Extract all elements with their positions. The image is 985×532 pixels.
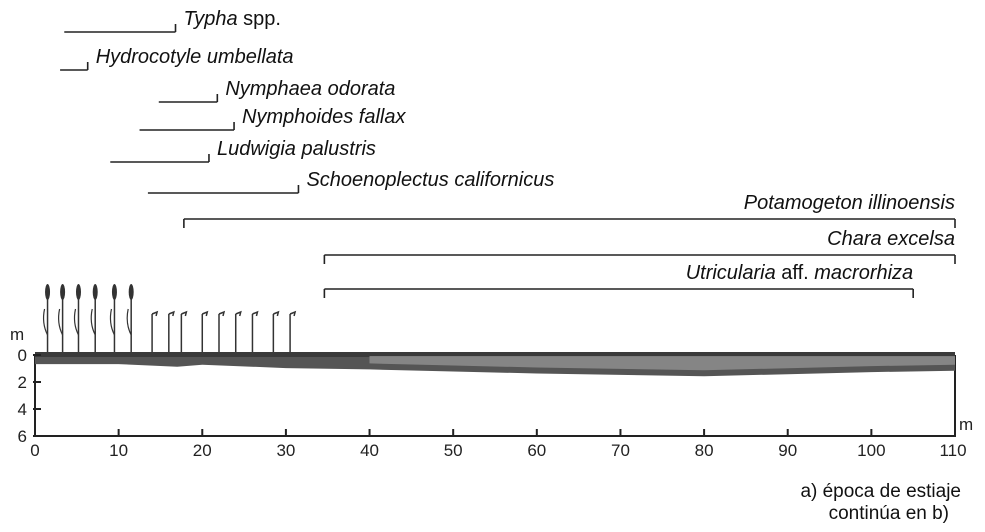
x-tick-label: 30	[276, 441, 295, 460]
y-tick-label: 0	[18, 346, 27, 365]
y-tick-label: 4	[18, 400, 27, 419]
cattail-spike	[92, 284, 98, 300]
plant-head	[181, 310, 188, 317]
x-tick-label: 60	[527, 441, 546, 460]
species-label: Nymphoides fallax	[242, 107, 405, 127]
plant-leaf	[126, 308, 132, 336]
species-name-italic: Schoenoplectus californicus	[306, 169, 555, 191]
x-tick-label: 40	[360, 441, 379, 460]
water-surface-band	[35, 352, 955, 358]
caption-line-2: continúa en b)	[828, 503, 949, 524]
species-name-italic: Utricularia	[685, 262, 776, 284]
x-tick-label: 20	[193, 441, 212, 460]
plant-leaf	[109, 308, 115, 336]
plant-head	[289, 310, 297, 317]
plant-head	[218, 310, 226, 317]
species-name-italic: Nymphoides fallax	[242, 106, 406, 128]
x-unit-label: m	[959, 415, 973, 434]
species-label: Utricularia aff. macrorhiza	[686, 263, 914, 283]
species-name-italic: macrorhiza	[814, 262, 914, 284]
plant-leaf	[42, 308, 49, 336]
y-tick-label: 2	[18, 373, 27, 392]
cattail-spike	[111, 284, 117, 300]
species-name-italic: Potamogeton illinoensis	[743, 192, 955, 214]
x-tick-label: 90	[778, 441, 797, 460]
species-name-italic: Typha	[183, 8, 238, 30]
plant-head	[168, 310, 175, 317]
species-name-italic: Ludwigia palustris	[216, 138, 376, 160]
plant-leaf	[90, 308, 96, 336]
x-tick-label: 10	[109, 441, 128, 460]
cattail-spike	[128, 284, 134, 300]
plant-leaf	[58, 308, 64, 336]
species-label: Chara excelsa	[827, 229, 955, 249]
cattail-spike	[45, 284, 51, 300]
cattail-spike	[60, 284, 66, 300]
plant-head	[201, 310, 209, 317]
species-label: Nymphaea odorata	[225, 79, 395, 99]
x-tick-label: 80	[695, 441, 714, 460]
cattail-spike	[75, 284, 81, 300]
plant-head	[151, 310, 159, 317]
species-label: Potamogeton illinoensis	[744, 193, 955, 213]
plant-head	[252, 310, 259, 317]
x-tick-label: 100	[857, 441, 885, 460]
species-name-italic: Hydrocotyle umbellata	[95, 46, 294, 68]
submerged-vegetation-band	[369, 356, 955, 371]
species-label: Typha spp.	[184, 9, 281, 29]
species-name-italic: Nymphaea odorata	[225, 78, 396, 100]
species-name-italic: Chara excelsa	[827, 228, 955, 250]
species-name-qualifier: spp.	[237, 8, 281, 30]
species-name-qualifier: aff.	[775, 262, 815, 284]
x-tick-label: 0	[30, 441, 39, 460]
x-tick-label: 110	[939, 441, 966, 460]
plant-head	[273, 310, 280, 317]
y-unit-label: m	[10, 325, 24, 344]
plant-head	[235, 310, 242, 317]
y-tick-label: 6	[18, 427, 27, 446]
species-label: Hydrocotyle umbellata	[96, 47, 294, 67]
caption-line-1: a) época de estiaje	[800, 481, 961, 502]
species-label: Schoenoplectus californicus	[306, 170, 554, 190]
x-tick-label: 50	[444, 441, 463, 460]
species-label: Ludwigia palustris	[217, 139, 376, 159]
x-tick-label: 70	[611, 441, 630, 460]
plant-leaf	[73, 308, 80, 336]
